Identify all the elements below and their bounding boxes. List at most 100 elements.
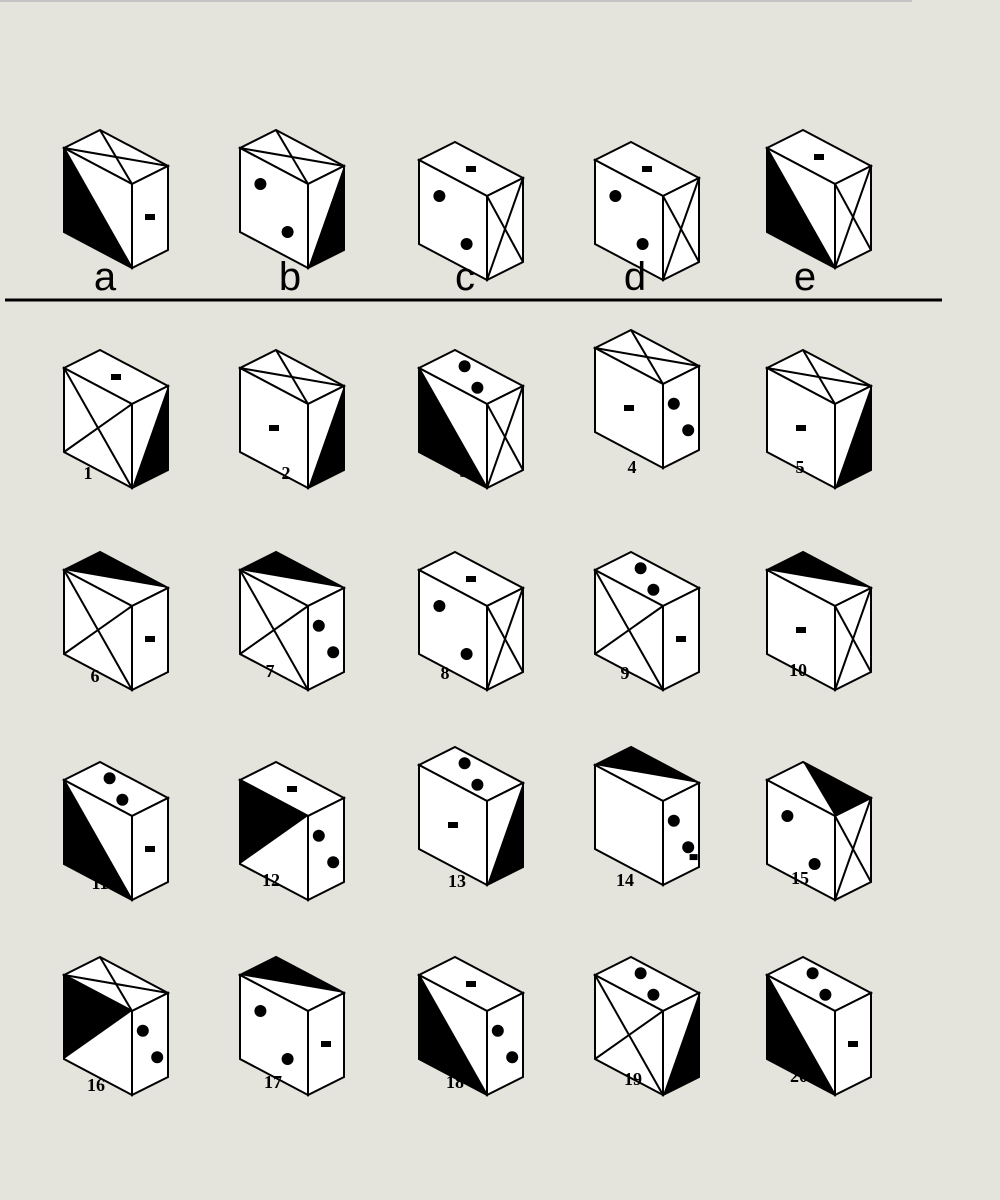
- option-cube-9: [592, 550, 702, 692]
- side-face: [662, 364, 700, 470]
- black-dot: [254, 178, 267, 190]
- small-rectangle: [321, 1041, 331, 1047]
- option-label-15: 15: [791, 868, 809, 888]
- option-label-12: 12: [262, 870, 280, 890]
- diagonal-line: [63, 605, 133, 655]
- option-label-3: 3: [459, 461, 469, 481]
- option-cube-8: [416, 550, 526, 692]
- black-triangle: [240, 957, 344, 993]
- option-label-4: 4: [627, 457, 637, 477]
- small-rectangle: [111, 374, 121, 380]
- black-dot: [634, 562, 647, 575]
- diagonal-line: [63, 779, 133, 901]
- diagonal-line: [418, 974, 488, 1096]
- small-rectangle: [448, 822, 458, 828]
- reference-label-a: a: [93, 255, 117, 299]
- black-dot: [136, 1024, 149, 1037]
- black-dot: [312, 619, 325, 632]
- option-cube-19: [592, 955, 702, 1097]
- side-face: [131, 991, 169, 1097]
- black-dot: [116, 793, 129, 806]
- small-rectangle: [796, 425, 806, 431]
- diagonal-line: [63, 403, 133, 453]
- small-rectangle: [145, 846, 155, 852]
- side-face: [307, 796, 345, 902]
- option-label-2: 2: [281, 463, 291, 483]
- black-triangle: [663, 993, 699, 1095]
- black-dot: [151, 1051, 164, 1064]
- option-cube-2: [237, 348, 347, 490]
- reference-cube-d: [592, 140, 702, 282]
- small-rectangle: [642, 166, 652, 172]
- black-dot: [781, 810, 794, 822]
- side-face: [486, 991, 524, 1097]
- black-dot: [254, 1005, 267, 1017]
- diagonal-line: [594, 605, 664, 655]
- small-rectangle: [145, 214, 155, 220]
- small-rectangle: [848, 1041, 858, 1047]
- small-rectangle: [269, 425, 279, 431]
- diagonal-line: [418, 367, 488, 489]
- option-cube-17: [237, 955, 347, 1097]
- black-triangle: [803, 762, 871, 816]
- small-rectangle: [466, 166, 476, 172]
- black-dot: [491, 1024, 504, 1037]
- black-triangle: [64, 552, 168, 588]
- small-rectangle: [796, 627, 806, 633]
- diagonal-line: [766, 974, 836, 1096]
- option-cube-5: [764, 348, 874, 490]
- option-label-16: 16: [87, 1075, 105, 1095]
- black-dot: [667, 397, 680, 410]
- black-dot: [808, 858, 821, 870]
- reference-label-e: e: [793, 255, 817, 299]
- black-triangle: [240, 780, 308, 864]
- black-dot: [458, 757, 471, 770]
- side-face: [307, 586, 345, 692]
- option-cube-7: [237, 550, 347, 692]
- black-dot: [460, 648, 473, 660]
- black-triangle: [595, 747, 699, 783]
- black-triangle: [835, 386, 871, 488]
- diagonal-line: [630, 746, 700, 784]
- diagonal-line: [834, 165, 872, 269]
- option-cube-15: [764, 760, 874, 902]
- option-label-14: 14: [616, 870, 634, 890]
- diagonal-line: [63, 147, 133, 269]
- black-triangle: [308, 386, 344, 488]
- side-face: [662, 781, 700, 887]
- diagonal-line: [275, 551, 345, 589]
- diagonal-line: [63, 147, 169, 167]
- diagonal-line: [486, 587, 524, 691]
- option-cube-11: [61, 760, 171, 902]
- black-dot: [806, 967, 819, 980]
- black-dot: [433, 600, 446, 612]
- option-cube-20: [764, 955, 874, 1097]
- reference-label-b: b: [278, 255, 302, 299]
- option-cube-18: [416, 955, 526, 1097]
- black-triangle: [487, 783, 523, 885]
- option-cube-10: [764, 550, 874, 692]
- small-rectangle: [624, 405, 634, 411]
- option-label-5: 5: [795, 457, 805, 477]
- reference-cube-a: [61, 128, 171, 270]
- black-dot: [281, 1053, 294, 1065]
- option-label-9: 9: [620, 663, 630, 683]
- diagonal-line: [239, 779, 309, 817]
- black-triangle: [132, 386, 168, 488]
- small-rectangle: [466, 981, 476, 987]
- small-rectangle: [689, 854, 698, 861]
- black-triangle: [240, 552, 344, 588]
- option-label-1: 1: [83, 463, 93, 483]
- small-rectangle: [814, 154, 824, 160]
- option-label-13: 13: [448, 871, 466, 891]
- black-triangle: [64, 975, 132, 1059]
- diagonal-line: [802, 551, 872, 589]
- black-dot: [682, 841, 695, 854]
- diagonal-line: [99, 551, 169, 589]
- black-dot: [636, 238, 649, 250]
- black-dot: [634, 967, 647, 980]
- option-cube-12: [237, 760, 347, 902]
- option-label-10: 10: [789, 660, 807, 680]
- diagonal-line: [63, 974, 169, 994]
